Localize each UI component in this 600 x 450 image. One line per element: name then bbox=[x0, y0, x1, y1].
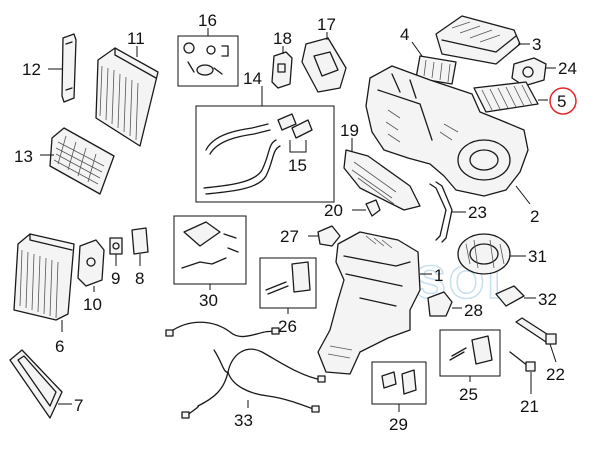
part-3-upper-cover bbox=[435, 15, 530, 65]
callout-30: 30 bbox=[199, 291, 218, 310]
part-6-core-block bbox=[13, 233, 75, 332]
part-12-bracket bbox=[48, 33, 77, 103]
callout-25: 25 bbox=[459, 385, 478, 404]
part-21-temp-sensor bbox=[509, 351, 536, 394]
part-25-actuator-kit bbox=[439, 329, 501, 382]
callout-9: 9 bbox=[111, 269, 120, 288]
callout-17: 17 bbox=[317, 15, 336, 34]
part-14-hoses bbox=[195, 86, 335, 203]
part-11-evaporator bbox=[95, 46, 159, 147]
part-30-linkage-kit bbox=[173, 215, 247, 290]
callout-16: 16 bbox=[198, 11, 217, 30]
callout-21: 21 bbox=[520, 397, 539, 416]
callout-14: 14 bbox=[243, 69, 262, 88]
callout-26: 26 bbox=[278, 317, 297, 336]
callout-31: 31 bbox=[528, 247, 547, 266]
part-28-sensor bbox=[427, 291, 462, 317]
part-31-blower-motor bbox=[457, 233, 526, 275]
callout-10: 10 bbox=[83, 295, 102, 314]
part-2-hvac-housing bbox=[365, 65, 531, 205]
callout-32: 32 bbox=[538, 290, 557, 309]
part-7-seal-frame bbox=[9, 349, 72, 419]
callout-28: 28 bbox=[464, 301, 483, 320]
callout-7: 7 bbox=[74, 396, 83, 415]
part-10-bracket bbox=[77, 239, 105, 292]
callout-4: 4 bbox=[400, 25, 409, 44]
part-16-clips bbox=[177, 28, 239, 87]
part-4-gasket bbox=[411, 41, 457, 85]
callout-1: 1 bbox=[434, 266, 443, 285]
part-33-wiring-harness bbox=[165, 321, 326, 419]
part-22-sensor-lead bbox=[515, 317, 557, 363]
part-8-sensor bbox=[131, 227, 149, 266]
callout-2: 2 bbox=[530, 207, 539, 226]
callout-5: 5 bbox=[557, 92, 566, 111]
part-29-connector-kit bbox=[371, 361, 427, 412]
callout-3: 3 bbox=[532, 35, 541, 54]
callout-23: 23 bbox=[468, 203, 487, 222]
part-9-clip bbox=[109, 237, 123, 266]
callout-6: 6 bbox=[55, 337, 64, 356]
callout-18: 18 bbox=[273, 29, 292, 48]
part-18-actuator bbox=[271, 46, 293, 89]
part-1-hvac-case bbox=[317, 231, 432, 375]
callout-33: 33 bbox=[234, 411, 253, 430]
part-13-heater-core bbox=[40, 127, 115, 195]
part-24-motor bbox=[511, 57, 556, 87]
part-26-actuator-kit bbox=[259, 257, 317, 314]
part-19-duct bbox=[343, 138, 421, 211]
callout-15: 15 bbox=[288, 156, 307, 175]
part-23-drain-tube bbox=[429, 181, 466, 243]
callout-8: 8 bbox=[135, 269, 144, 288]
callout-22: 22 bbox=[546, 365, 565, 384]
callout-11: 11 bbox=[127, 29, 145, 48]
callout-13: 13 bbox=[14, 147, 33, 166]
part-20-grommet bbox=[352, 199, 381, 217]
part-32-resistor bbox=[495, 285, 536, 307]
callout-5-highlight-ring bbox=[549, 87, 577, 115]
callout-29: 29 bbox=[389, 415, 408, 434]
callout-19: 19 bbox=[340, 121, 359, 140]
callout-20: 20 bbox=[324, 201, 343, 220]
callout-27: 27 bbox=[280, 227, 299, 246]
part-5-cabin-filter bbox=[473, 81, 548, 113]
part-27-actuator bbox=[308, 225, 341, 247]
callout-12: 12 bbox=[22, 60, 41, 79]
part-17-grommet bbox=[301, 32, 347, 93]
callout-24: 24 bbox=[558, 59, 577, 78]
